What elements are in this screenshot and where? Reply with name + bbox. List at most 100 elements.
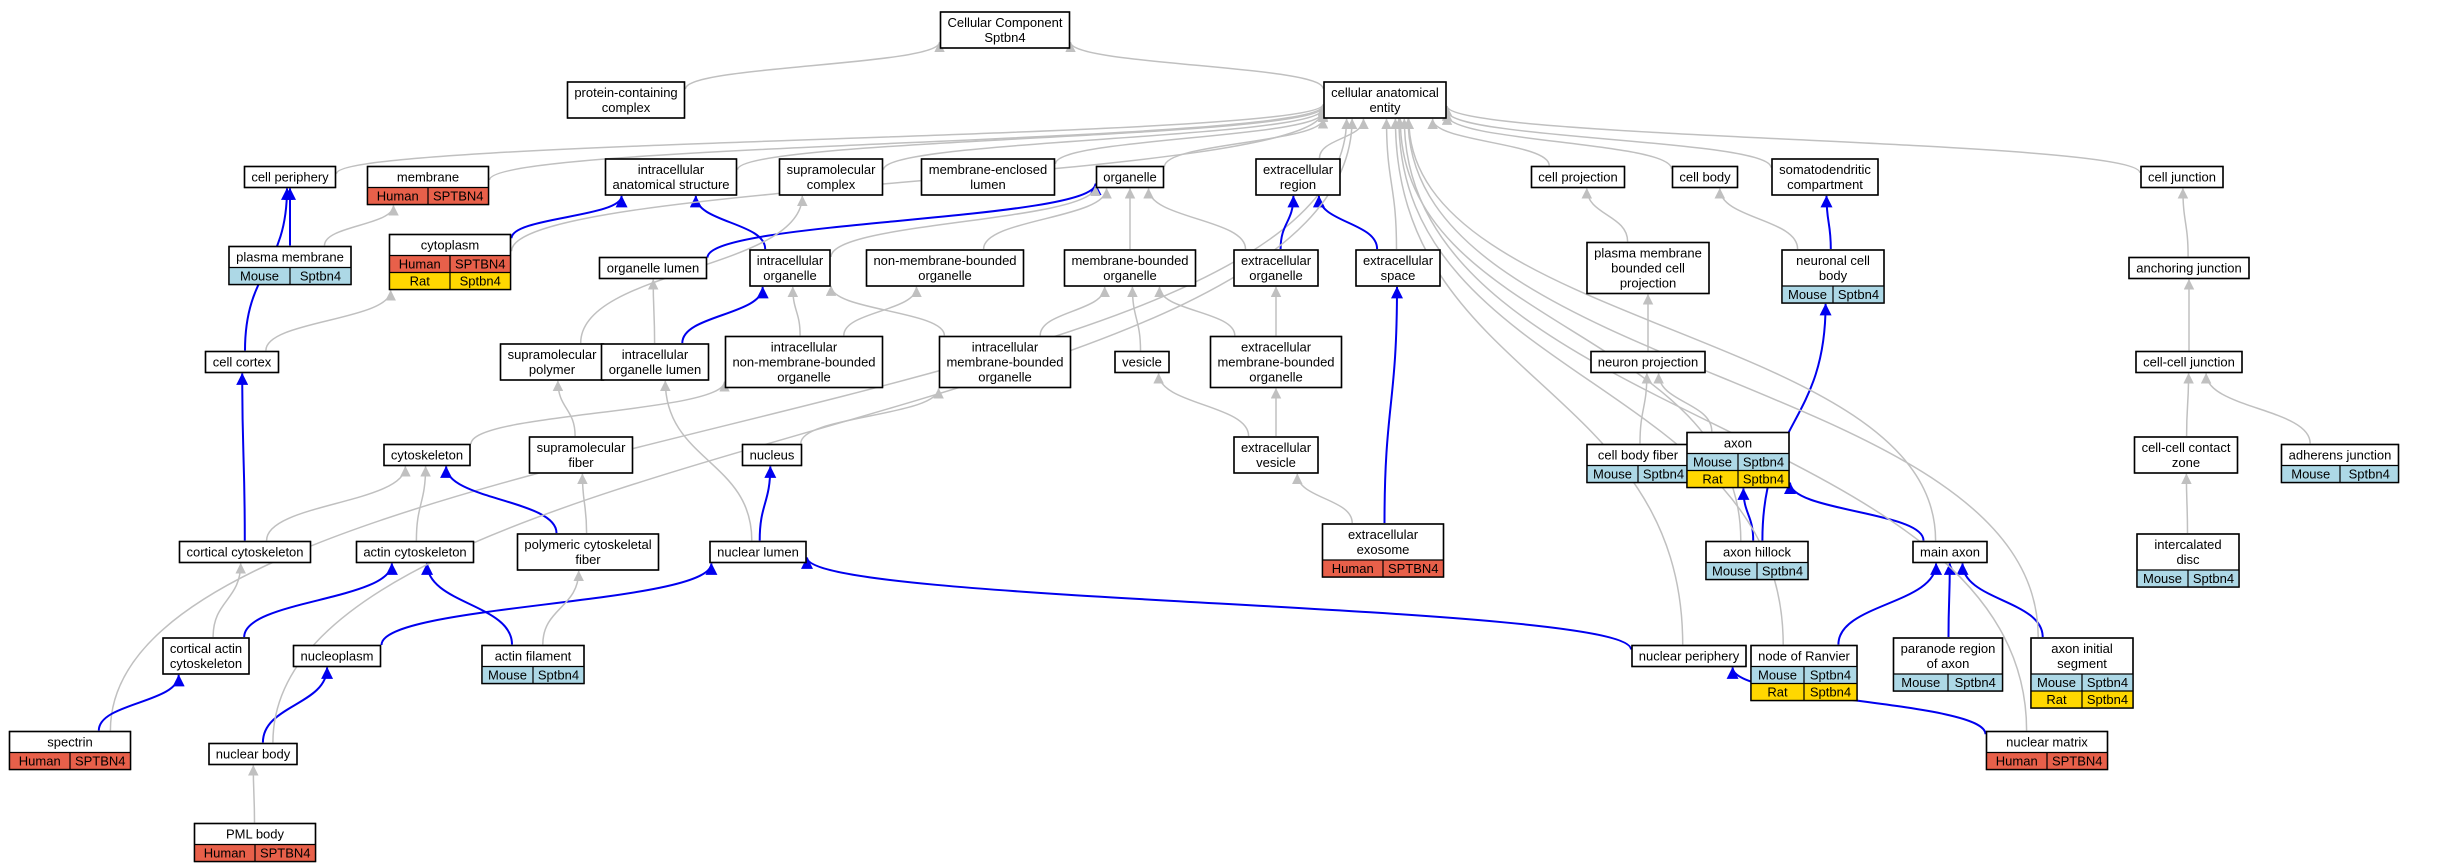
node-orglumen[interactable]: organelle lumen: [598, 256, 708, 280]
node-outline: [1095, 165, 1165, 189]
species-name: Mouse: [240, 269, 279, 284]
species-cell: [1893, 674, 1948, 691]
node-outline: [1686, 431, 1790, 489]
node-cellcortex[interactable]: cell cortex: [204, 350, 280, 374]
node-cortcyto[interactable]: cortical cytoskeleton: [178, 540, 312, 564]
node-cellper[interactable]: cell periphery: [243, 165, 337, 189]
node-cellproj[interactable]: cell projection: [1530, 165, 1626, 189]
node-mainaxon[interactable]: main axon: [1912, 540, 1988, 564]
gene-symbol: SPTBN4: [433, 189, 484, 204]
node-label: nuclear matrix: [2006, 735, 2088, 750]
node-neuproj[interactable]: neuron projection: [1590, 350, 1706, 374]
node-nucbody[interactable]: nuclear body: [208, 742, 298, 766]
node-nucleus[interactable]: nucleus: [741, 443, 803, 467]
node-label: axon initial: [2051, 641, 2113, 656]
node-cellbody[interactable]: cell body: [1671, 165, 1739, 189]
species-name: Mouse: [1712, 564, 1751, 579]
node-anchjunc[interactable]: anchoring junction: [2128, 256, 2250, 280]
node-outline: [8, 730, 132, 771]
node-label: intercalated: [2154, 537, 2221, 552]
edge-mainaxon-to-axon: [1784, 482, 1925, 541]
node-box: [938, 335, 1072, 389]
edge-nmbo-to-organelle: [982, 187, 1112, 250]
gene-symbol: Sptbn4: [460, 274, 501, 289]
node-label: cortical actin: [170, 641, 242, 656]
node-ccjunc[interactable]: cell-cell junction: [2135, 350, 2243, 374]
node-celljunc[interactable]: cell junction: [2140, 165, 2224, 189]
node-cytoskeleton[interactable]: cytoskeleton: [383, 443, 471, 467]
node-label: exosome: [1357, 542, 1410, 557]
edge-cae-to-root: [1065, 41, 1324, 89]
edge-pmbcp-to-cellproj: [1581, 187, 1629, 242]
edge-nucbody-to-cae: [272, 118, 1358, 743]
node-vesicle[interactable]: vesicle: [1114, 350, 1170, 374]
node-label: neuron projection: [1598, 355, 1698, 370]
species-name: Human: [204, 846, 246, 861]
edge-ncb-to-somato: [1820, 195, 1833, 250]
species-name: Human: [399, 257, 441, 272]
species-name: Mouse: [2143, 571, 2182, 586]
species-cell: [9, 752, 70, 770]
node-organelle[interactable]: organelle: [1095, 165, 1165, 189]
node-label: Sptbn4: [984, 30, 1025, 45]
node-nucper[interactable]: nuclear periphery: [1631, 644, 1747, 668]
gene-cell: [450, 255, 511, 273]
node-outline: [208, 742, 298, 766]
node-label: organelle: [1103, 268, 1157, 283]
node-nucleoplasm[interactable]: nucleoplasm: [292, 644, 382, 668]
node-actincyto[interactable]: actin cytoskeleton: [355, 540, 475, 564]
node-label: main axon: [1920, 545, 1980, 560]
edge-ranvier-to-mainaxon: [1837, 562, 1943, 645]
node-label: cell periphery: [251, 170, 329, 185]
node-outline: [228, 245, 352, 286]
node-box: [1355, 249, 1441, 287]
node-box: [724, 335, 884, 389]
species-cell: [194, 844, 255, 862]
edge-intorg-to-organelle: [830, 185, 1101, 258]
node-outline: [1233, 249, 1319, 287]
node-inmbo[interactable]: intracellularnon-membrane-boundedorganel…: [724, 335, 884, 389]
edge-ais-to-cae: [1402, 118, 2039, 638]
node-nuclumen[interactable]: nuclear lumen: [709, 540, 807, 564]
